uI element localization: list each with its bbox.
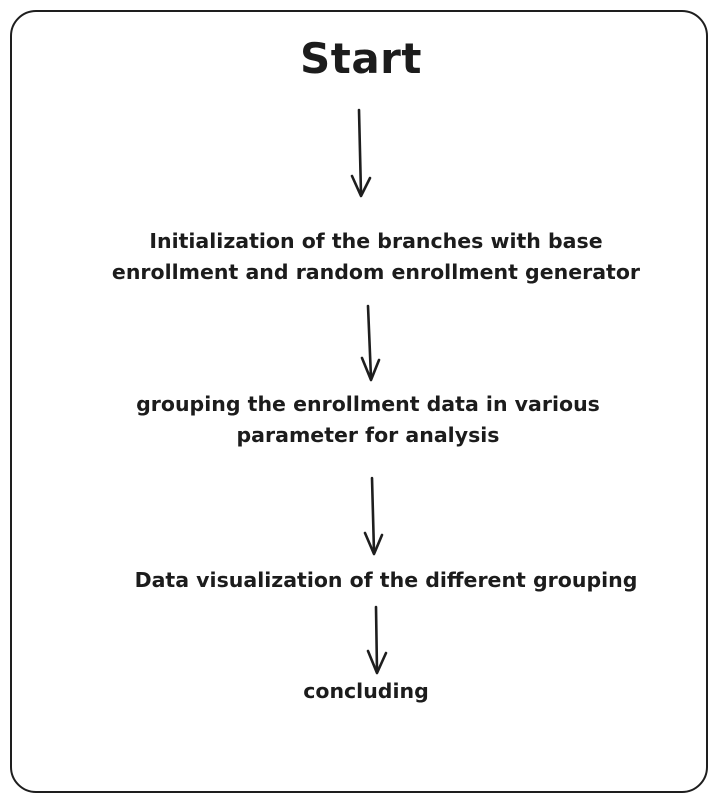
step-initialization: Initialization of the branches with base… (96, 226, 656, 288)
step-grouping-line2: parameter for analysis (236, 423, 500, 447)
diagram-frame (10, 10, 708, 793)
step-visualization-line1: Data visualization of the different grou… (134, 568, 638, 592)
step-concluding-line1: concluding (303, 679, 429, 703)
step-concluding: concluding (266, 676, 466, 707)
arrow-start-to-step1 (350, 108, 372, 198)
step-grouping: grouping the enrollment data in various … (118, 389, 618, 451)
arrow-step2-to-step3 (363, 476, 384, 556)
start-node: Start (300, 34, 422, 83)
arrow-step3-to-step4 (366, 605, 388, 675)
step-visualization: Data visualization of the different grou… (116, 565, 656, 596)
arrow-step1-to-step2 (360, 304, 381, 382)
step-initialization-line2: enrollment and random enrollment generat… (111, 260, 641, 284)
step-grouping-line1: grouping the enrollment data in various (136, 392, 600, 416)
step-initialization-line1: Initialization of the branches with base (149, 229, 603, 253)
